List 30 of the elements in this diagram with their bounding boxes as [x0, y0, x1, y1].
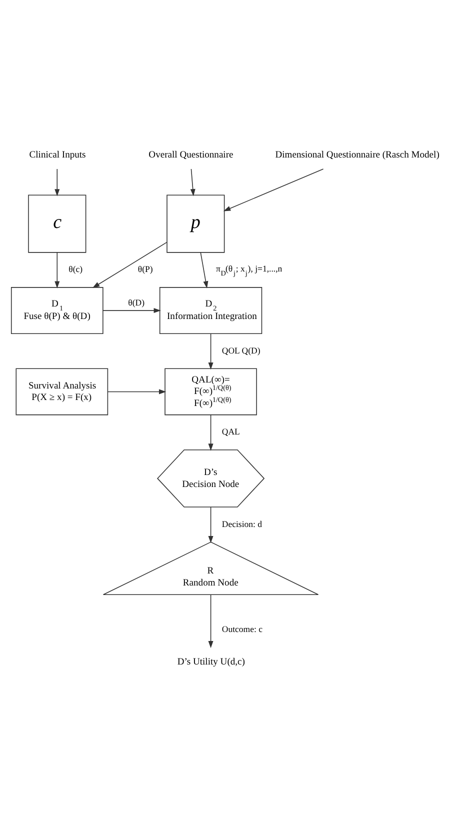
edge-label: θ(D)	[128, 298, 145, 308]
node-box: p	[166, 194, 225, 253]
edge-label: Decision: d	[222, 518, 262, 529]
edge-label: θ(P)	[138, 264, 153, 274]
arrow	[54, 252, 60, 288]
arrow	[208, 333, 214, 370]
node-box: D$_{1}$ Fuse θ(P) & θ(D)	[10, 287, 104, 334]
arrow	[190, 168, 196, 196]
edge-label: π$_{D}$(θ$_{j}$; x$_{j}$), j=1,...,n	[216, 263, 282, 278]
edge-label: QOL Q(D)	[222, 345, 260, 356]
arrow	[92, 242, 168, 288]
arrow	[208, 594, 214, 648]
edge-label: Outcome: c	[222, 624, 263, 634]
node-text: Clinical Inputs	[29, 149, 86, 160]
node-box: c	[28, 194, 86, 253]
arrow	[208, 506, 214, 544]
arrow	[223, 168, 324, 212]
node-box: Survival Analysis P(X ≥ x) = F(x)	[16, 368, 108, 416]
node-box: D$_{2}$ Information Integration	[159, 287, 262, 334]
arrow	[102, 308, 161, 314]
edge-label: θ(c)	[68, 264, 83, 274]
node-text: Overall Questionnaire	[148, 149, 234, 160]
arrow	[200, 252, 208, 288]
arrow	[208, 414, 214, 451]
node-text: Dimensional Questionnaire (Rasch Model)	[275, 149, 440, 160]
node-text: D’s Utility U(d,c)	[177, 656, 245, 668]
node-box: QAL(∞)= F(∞)$^{1/Q(θ)}$ F(∞)$^{1/Q(θ)}$	[164, 368, 257, 416]
arrow	[54, 168, 60, 196]
edge-label: QAL	[222, 426, 240, 437]
arrow	[107, 389, 166, 394]
